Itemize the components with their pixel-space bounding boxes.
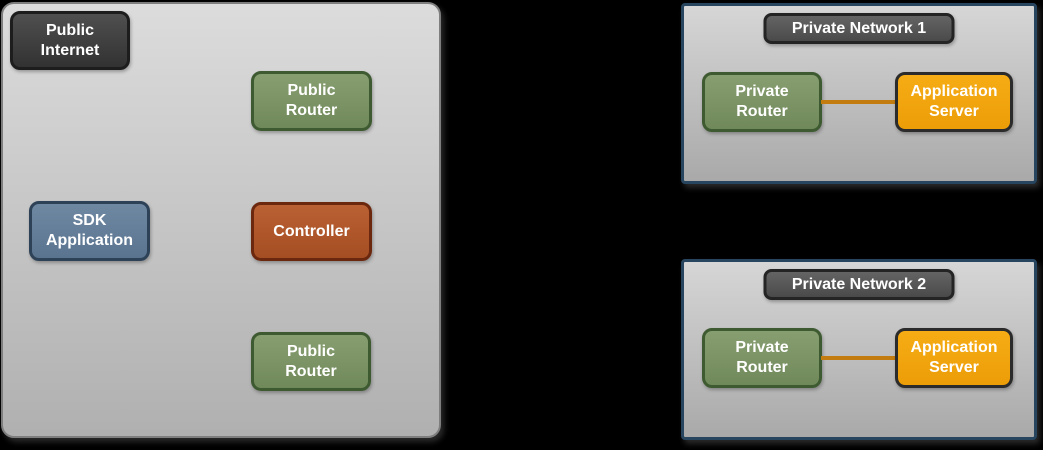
private-network-1-connector-line [821, 100, 896, 104]
private-network-1-private-router-node: Private Router [702, 72, 822, 132]
private-network-2-application-server-node: Application Server [895, 328, 1013, 388]
private-network-1-zone: Private Network 1 Private Router Applica… [681, 3, 1037, 184]
private-network-2-title: Private Network 2 [763, 269, 955, 300]
private-network-2-connector-line [821, 356, 896, 360]
controller-node: Controller [251, 202, 372, 261]
public-internet-zone: Public Internet Public Router SDK Applic… [1, 2, 441, 438]
private-network-1-application-server-node: Application Server [895, 72, 1013, 132]
private-network-1-title: Private Network 1 [763, 13, 955, 44]
public-router-top-node: Public Router [251, 71, 372, 131]
private-network-2-private-router-node: Private Router [702, 328, 822, 388]
sdk-application-node: SDK Application [29, 201, 150, 261]
public-router-bottom-node: Public Router [251, 332, 371, 391]
public-internet-node: Public Internet [10, 11, 130, 70]
private-network-2-zone: Private Network 2 Private Router Applica… [681, 259, 1037, 440]
